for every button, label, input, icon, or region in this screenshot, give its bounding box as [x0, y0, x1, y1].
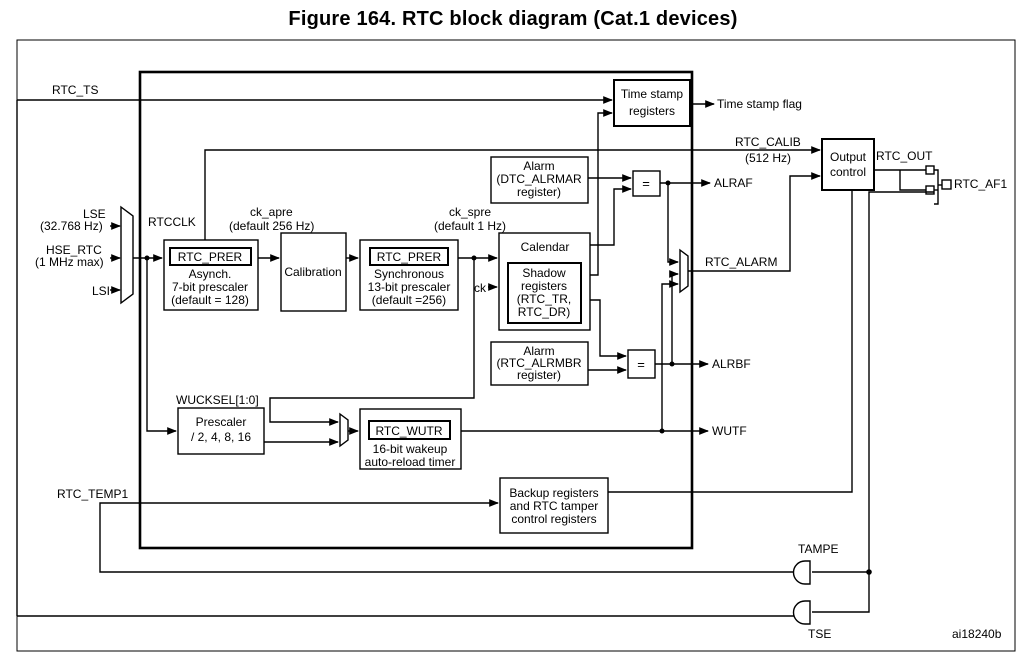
- label-ck: ck: [474, 281, 487, 295]
- label-tampe: TAMPE: [798, 542, 838, 556]
- rtc-out-pad-2: [925, 185, 935, 195]
- rtc-af1-pad: [941, 179, 952, 190]
- wutr-label: RTC_WUTR: [375, 424, 442, 438]
- sync-line3: (default =256): [372, 293, 446, 307]
- alarm-a-line3: register): [517, 185, 561, 199]
- alarm-a-line1: Alarm: [523, 159, 554, 173]
- comparator-b-label: =: [637, 357, 645, 372]
- label-rtc-calib-freq: (512 Hz): [745, 151, 791, 165]
- shadow-line1: Shadow: [522, 266, 566, 280]
- timestamp-registers-block: Time stamp registers: [613, 79, 691, 127]
- shadow-line4: RTC_DR): [518, 305, 570, 319]
- label-wucksel: WUCKSEL[1:0]: [176, 393, 259, 407]
- wucksel-mux: [339, 412, 349, 448]
- output-control-line2: control: [830, 165, 866, 179]
- tse-and-gate: [792, 600, 811, 625]
- label-rtcclk: RTCCLK: [148, 215, 196, 229]
- label-tse: TSE: [808, 627, 831, 641]
- label-hse-freq: (1 MHz max): [35, 255, 104, 269]
- junction-dots: [144, 180, 872, 575]
- label-ck-apre: ck_apre: [250, 205, 293, 219]
- wakeup-prescaler-block: Prescaler / 2, 4, 8, 16: [177, 407, 265, 455]
- wut-line2: auto-reload timer: [365, 455, 456, 469]
- prescaler-line2: / 2, 4, 8, 16: [191, 430, 251, 444]
- clock-source-mux: [120, 205, 134, 305]
- async-prer-label: RTC_PRER: [178, 250, 243, 264]
- label-ck-apre-default: (default 256 Hz): [229, 219, 314, 233]
- shadow-line2: registers: [521, 279, 567, 293]
- tampe-and-gate: [792, 560, 811, 585]
- alarm-b-register-block: Alarm (RTC_ALRMBR register): [490, 341, 589, 386]
- label-ck-spre: ck_spre: [449, 205, 491, 219]
- async-line1: Asynch.: [189, 267, 232, 281]
- label-wutf: WUTF: [712, 424, 747, 438]
- backup-line3: control registers: [511, 512, 596, 526]
- rtc-core-boundary: [138, 70, 694, 550]
- comparator-a-label: =: [642, 176, 650, 191]
- alarm-output-mux: [679, 248, 689, 294]
- wires: [16, 96, 942, 617]
- label-hse-rtc: HSE_RTC: [46, 243, 102, 257]
- sync-line1: Synchronous: [374, 267, 444, 281]
- wakeup-timer-block: RTC_WUTR 16-bit wakeup auto-reload timer: [359, 408, 462, 470]
- timestamp-line2: registers: [629, 104, 675, 118]
- alarm-b-line3: register): [517, 368, 561, 382]
- alarm-b-line1: Alarm: [523, 344, 554, 358]
- backup-registers-block: Backup registers and RTC tamper control …: [499, 477, 609, 534]
- output-control-block: Output control: [821, 138, 875, 191]
- label-ck-spre-default: (default 1 Hz): [434, 219, 506, 233]
- prescaler-line1: Prescaler: [196, 415, 247, 429]
- label-rtc-temp1: RTC_TEMP1: [57, 487, 128, 501]
- signal-labels: RTC_TS LSE (32.768 Hz) HSE_RTC (1 MHz ma…: [35, 83, 1007, 641]
- alarm-a-line2: (DTC_ALRMAR: [496, 172, 582, 186]
- calibration-block: Calibration: [280, 232, 347, 312]
- sync-prescaler-block: RTC_PRER Synchronous 13-bit prescaler (d…: [359, 239, 459, 311]
- figure-id: ai18240b: [952, 627, 1002, 641]
- label-alrbf: ALRBF: [712, 357, 751, 371]
- label-rtc-calib: RTC_CALIB: [735, 135, 801, 149]
- output-control-line1: Output: [830, 150, 867, 164]
- calendar-label: Calendar: [521, 240, 570, 254]
- comparator-b: =: [627, 349, 656, 379]
- alarm-b-line2: (RTC_ALRMBR: [496, 356, 581, 370]
- timestamp-line1: Time stamp: [621, 87, 684, 101]
- figure-title: Figure 164. RTC block diagram (Cat.1 dev…: [288, 8, 738, 30]
- label-timestamp-flag: Time stamp flag: [717, 97, 802, 111]
- backup-line1: Backup registers: [509, 486, 598, 500]
- label-rtc-ts: RTC_TS: [52, 83, 98, 97]
- label-lsi: LSI: [92, 284, 110, 298]
- label-alraf: ALRAF: [714, 176, 753, 190]
- alarm-a-register-block: Alarm (DTC_ALRMAR register): [490, 156, 589, 204]
- label-rtc-af1: RTC_AF1: [954, 177, 1007, 191]
- shadow-line3: (RTC_TR,: [517, 292, 571, 306]
- sync-line2: 13-bit prescaler: [368, 280, 451, 294]
- async-prescaler-block: RTC_PRER Asynch. 7-bit prescaler (defaul…: [163, 239, 259, 311]
- comparator-a: =: [632, 170, 661, 197]
- rtc-out-pad-1: [925, 165, 935, 175]
- async-line3: (default = 128): [171, 293, 249, 307]
- wut-line1: 16-bit wakeup: [373, 442, 448, 456]
- label-rtc-out: RTC_OUT: [876, 149, 933, 163]
- label-lse-freq: (32.768 Hz): [40, 219, 103, 233]
- sync-prer-label: RTC_PRER: [377, 250, 442, 264]
- label-rtc-alarm: RTC_ALARM: [705, 255, 777, 269]
- calendar-block: Calendar Shadow registers (RTC_TR, RTC_D…: [498, 232, 591, 331]
- label-lse: LSE: [83, 207, 106, 221]
- async-line2: 7-bit prescaler: [172, 280, 248, 294]
- backup-line2: and RTC tamper: [510, 499, 598, 513]
- calibration-label: Calibration: [284, 265, 341, 279]
